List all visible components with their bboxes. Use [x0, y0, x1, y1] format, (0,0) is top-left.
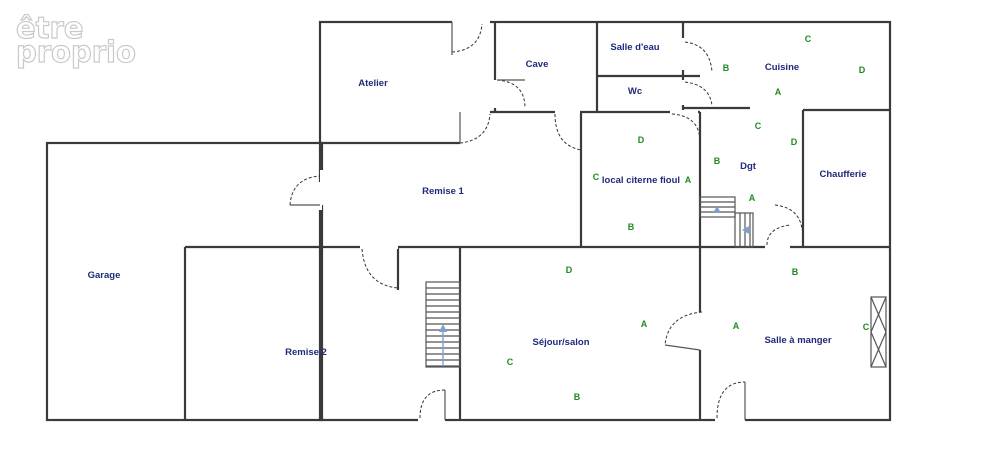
room-label-garage: Garage — [88, 270, 121, 281]
logo: être proprio — [15, 11, 136, 69]
wall-label-c: C — [805, 34, 812, 44]
window-box — [870, 296, 887, 368]
stairs-dgt-arrow-up-icon — [713, 206, 721, 213]
door-swings — [289, 22, 803, 420]
wall-label-d: D — [791, 137, 798, 147]
wall-label-b: B — [574, 392, 581, 402]
wall-label-b: B — [792, 267, 799, 277]
room-label-wc: Wc — [628, 86, 642, 97]
wall-label-d: D — [566, 265, 573, 275]
wall-label-a: A — [641, 319, 648, 329]
wall-label-c: C — [593, 172, 600, 182]
wall-label-c: C — [755, 121, 762, 131]
wall-label-a: A — [775, 87, 782, 97]
wall-label-b: B — [628, 222, 635, 232]
interior-walls — [183, 22, 890, 420]
outer-walls — [45, 20, 892, 422]
room-label-cuisine: Cuisine — [765, 62, 799, 73]
wall-label-c: C — [507, 357, 514, 367]
room-label-cave: Cave — [526, 59, 549, 70]
stairs-dgt-arrow-left-icon — [742, 226, 749, 234]
wall-labels: C B D A D C D B C A A B D B A A C C B — [507, 34, 870, 402]
room-label-atelier: Atelier — [358, 78, 388, 89]
wall-label-b: B — [723, 63, 730, 73]
wall-label-c: C — [863, 322, 870, 332]
wall-label-d: D — [859, 65, 866, 75]
room-label-salle-a-manger: Salle à manger — [764, 335, 831, 346]
wall-label-b: B — [714, 156, 721, 166]
wall-label-a: A — [685, 175, 692, 185]
stairs-main-arrow-icon — [439, 324, 447, 332]
stairs-main — [425, 281, 461, 368]
room-label-remise-1: Remise 1 — [422, 186, 464, 197]
stairs-dgt — [699, 196, 754, 248]
room-label-local-citerne-fioul: local citerne fioul — [602, 175, 680, 186]
wall-label-d: D — [638, 135, 645, 145]
logo-line-2: proprio — [15, 35, 136, 69]
room-label-chaufferie: Chaufferie — [820, 169, 867, 180]
room-label-dgt: Dgt — [740, 161, 757, 172]
room-labels: Atelier Cave Salle d'eau Wc Cuisine Remi… — [88, 42, 867, 358]
room-label-sejour-salon: Séjour/salon — [532, 337, 589, 348]
logo-line-1: être — [15, 11, 84, 45]
wall-label-a: A — [749, 193, 756, 203]
openings — [318, 20, 790, 422]
room-label-remise-2: Remise 2 — [285, 347, 327, 358]
wall-label-a: A — [733, 321, 740, 331]
room-label-salle-d-eau: Salle d'eau — [610, 42, 659, 53]
